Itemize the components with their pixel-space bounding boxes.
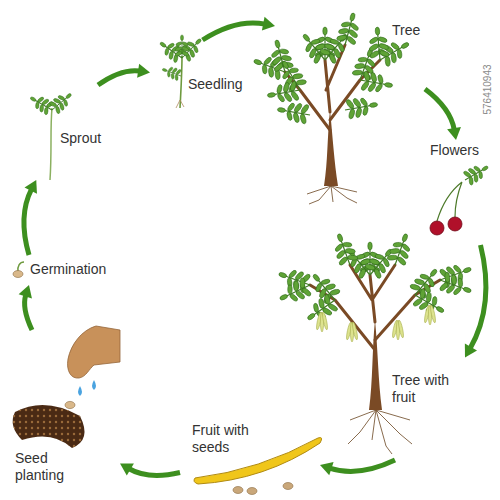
stage-label: Fruit with seeds — [192, 422, 268, 456]
arrow-head — [19, 285, 32, 299]
stage-label: Seedling — [188, 76, 243, 93]
cycle-arrow — [24, 180, 37, 255]
cycle-arrow — [98, 64, 150, 85]
arrow-head — [25, 180, 37, 194]
arrow-head — [262, 17, 275, 31]
arrow-shaft — [129, 469, 180, 476]
stage-label: Germination — [30, 261, 106, 278]
stage-node: Sprout — [22, 85, 117, 180]
stage-label: Tree with fruit — [392, 372, 458, 406]
arrow-shaft — [25, 295, 32, 330]
cycle-arrow — [19, 285, 32, 330]
stage-node: Flowers — [428, 140, 498, 245]
arrow-head — [465, 344, 477, 358]
cycle-arrow — [203, 17, 275, 40]
stage-label: Seed planting — [15, 450, 79, 484]
arrow-shaft — [203, 23, 266, 40]
tree-plant — [250, 10, 413, 204]
fruiting-tree — [275, 230, 474, 454]
arrow-shaft — [98, 71, 140, 85]
stage-node: Tree with fruit — [290, 255, 465, 460]
stage-label: Flowers — [430, 142, 479, 159]
stage-node: Fruit with seeds — [180, 420, 320, 495]
arrow-head — [120, 463, 134, 475]
arrow-shaft — [470, 245, 486, 349]
flowers-illustration — [430, 159, 492, 235]
cycle-arrow — [320, 460, 395, 475]
arrow-head — [320, 462, 334, 475]
seedling-plant — [156, 33, 207, 108]
stage-label: Tree — [392, 22, 420, 39]
stage-node: Tree — [275, 8, 425, 188]
cycle-arrow — [465, 245, 486, 358]
cycle-arrow — [425, 89, 461, 140]
stage-node: Germination — [8, 255, 113, 285]
arrow-shaft — [425, 89, 454, 130]
arrow-head — [137, 64, 150, 78]
stage-node: Seed planting — [10, 330, 120, 487]
watermark-id: 576410943 — [482, 58, 493, 122]
stage-label: Sprout — [60, 130, 101, 147]
seed-planting-illustration — [13, 326, 120, 448]
cycle-arrow — [120, 463, 180, 475]
stage-node: Seedling — [150, 40, 246, 105]
arrow-head — [447, 127, 461, 140]
arrow-shaft — [24, 189, 32, 255]
arrow-shaft — [330, 460, 395, 471]
germinating-seed — [13, 262, 24, 278]
